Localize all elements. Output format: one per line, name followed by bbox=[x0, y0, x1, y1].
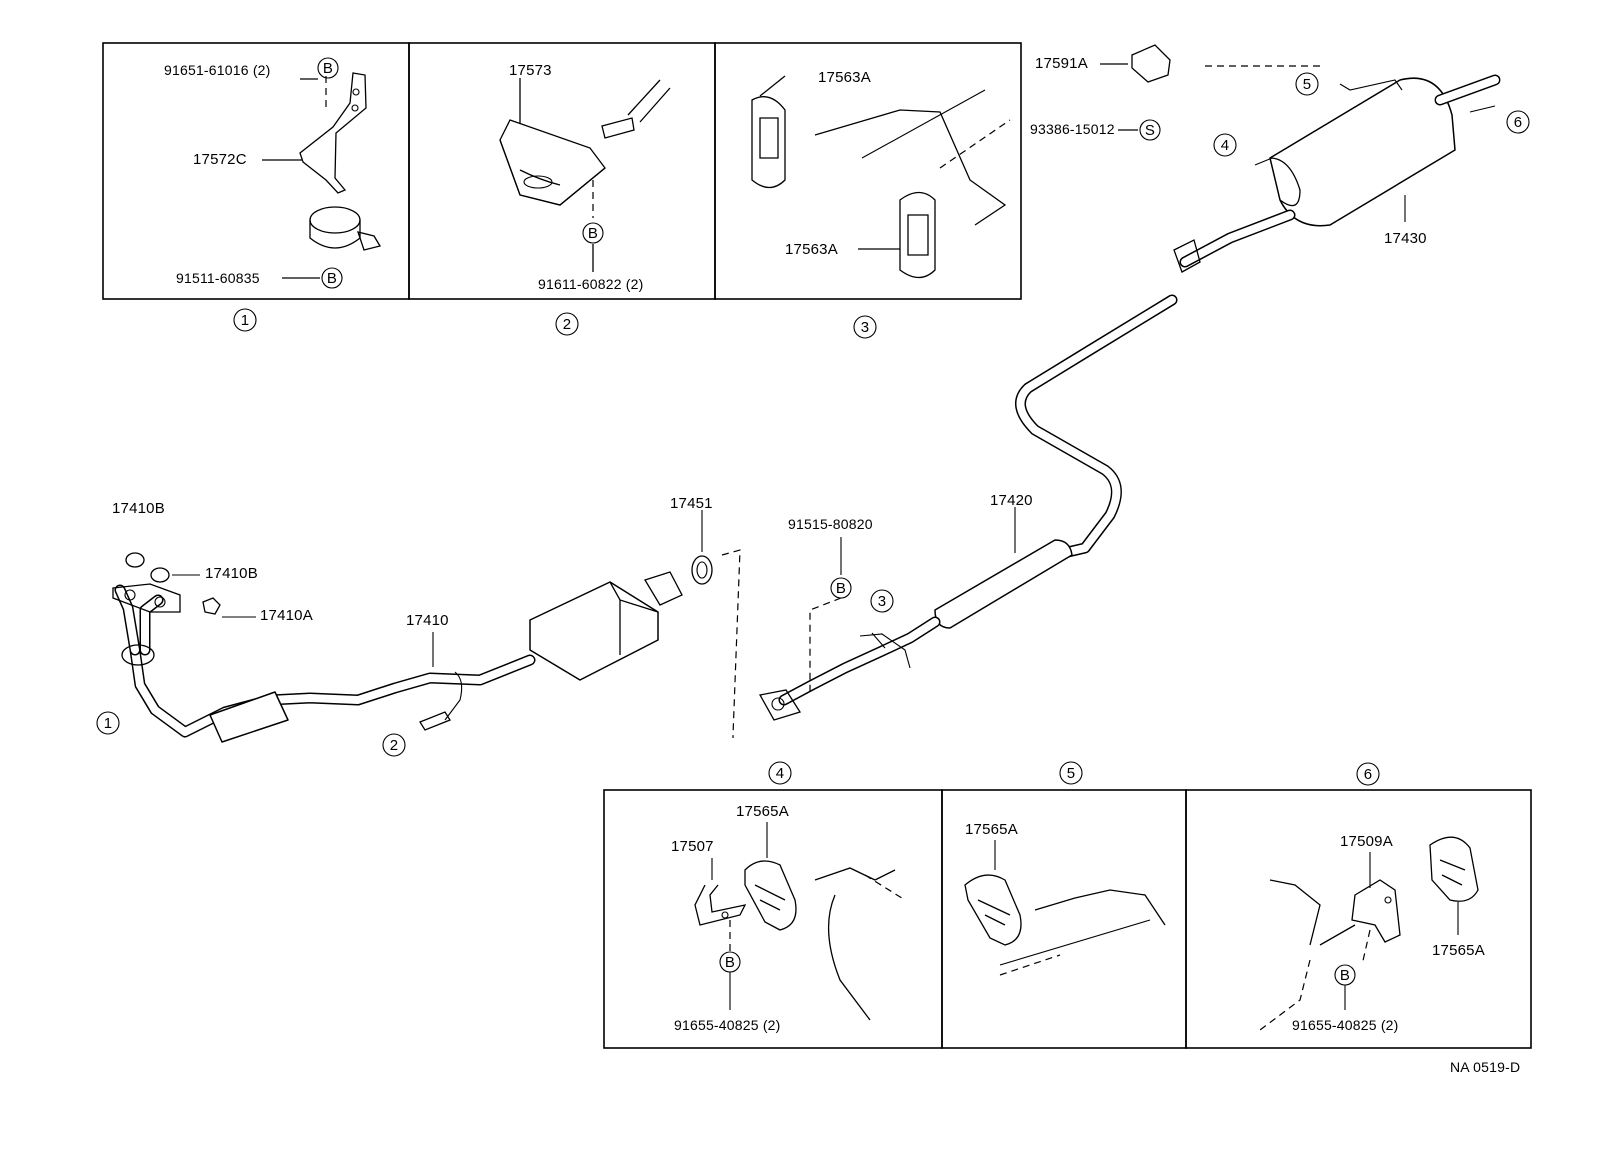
callout-5-bottom: 5 bbox=[1059, 761, 1083, 785]
label-17410b-top: 17410B bbox=[112, 500, 165, 517]
svg-text:4: 4 bbox=[1221, 137, 1230, 154]
svg-text:B: B bbox=[327, 270, 337, 287]
svg-text:5: 5 bbox=[1067, 765, 1076, 782]
bolt-mark-91651: B bbox=[317, 57, 339, 79]
diagram-code: NA 0519-D bbox=[1450, 1059, 1520, 1075]
callout-1-top: 1 bbox=[233, 308, 257, 332]
callout-2-front: 2 bbox=[382, 733, 406, 757]
label-17410: 17410 bbox=[406, 612, 449, 629]
bolt-mark-91611: B bbox=[582, 222, 604, 244]
callout-4-bottom: 4 bbox=[768, 761, 792, 785]
label-17563a-bottom: 17563A bbox=[785, 241, 838, 258]
label-17507: 17507 bbox=[671, 838, 714, 855]
svg-text:6: 6 bbox=[1514, 114, 1523, 131]
svg-text:1: 1 bbox=[104, 715, 113, 732]
callout-5-tail: 5 bbox=[1295, 72, 1319, 96]
detail-box-2: 17573 91611-60822 (2) B bbox=[408, 42, 716, 300]
svg-text:2: 2 bbox=[563, 316, 572, 333]
center-pipe-assembly: 17420 91515-80820 B 3 bbox=[758, 294, 1178, 721]
label-17572c: 17572C bbox=[193, 151, 247, 168]
detail-box-6: 17509A 17565A B 91655-40825 (2) bbox=[1185, 789, 1532, 1049]
label-17451: 17451 bbox=[670, 495, 713, 512]
svg-text:B: B bbox=[588, 225, 598, 242]
detail-box-4: 17565A 17507 B 91655-40825 (2) bbox=[603, 789, 943, 1049]
tail-pipe-assembly: 17591A 93386-15012 S 17430 5 6 bbox=[1030, 44, 1530, 273]
label-17563a-top: 17563A bbox=[818, 69, 871, 86]
callout-2-top: 2 bbox=[555, 312, 579, 336]
svg-text:B: B bbox=[323, 60, 333, 77]
svg-text:3: 3 bbox=[861, 319, 870, 336]
detail-box-1: 91651-61016 (2) 17572C 91511-60835 B B bbox=[102, 42, 410, 300]
bolt-mark-91515: B bbox=[830, 577, 852, 599]
svg-text:B: B bbox=[725, 954, 735, 971]
callout-4-tail: 4 bbox=[1213, 133, 1237, 157]
label-17573: 17573 bbox=[509, 62, 552, 79]
label-91655-40825-box4: 91655-40825 (2) bbox=[674, 1017, 781, 1033]
callout-6-bottom: 6 bbox=[1356, 762, 1380, 786]
label-17410b-right: 17410B bbox=[205, 565, 258, 582]
callout-6-tail: 6 bbox=[1506, 110, 1530, 134]
svg-text:2: 2 bbox=[390, 737, 399, 754]
label-91515-80820: 91515-80820 bbox=[788, 516, 873, 532]
svg-text:4: 4 bbox=[776, 765, 785, 782]
label-91611-60822: 91611-60822 (2) bbox=[538, 276, 643, 292]
svg-text:1: 1 bbox=[241, 312, 250, 329]
svg-text:B: B bbox=[836, 580, 846, 597]
bolt-mark-91511: B bbox=[321, 267, 343, 289]
detail-box-5: 17565A bbox=[941, 789, 1187, 1049]
label-17509a: 17509A bbox=[1340, 833, 1393, 850]
label-91511-60835: 91511-60835 bbox=[176, 270, 260, 286]
label-17565a-box6: 17565A bbox=[1432, 942, 1485, 959]
label-17591a: 17591A bbox=[1035, 55, 1088, 72]
svg-text:5: 5 bbox=[1303, 76, 1312, 93]
stud-mark-93386: S bbox=[1139, 119, 1161, 141]
label-91651-61016: 91651-61016 (2) bbox=[164, 62, 271, 78]
callout-1-front: 1 bbox=[96, 711, 120, 735]
detail-box-3: 17563A 17563A bbox=[714, 42, 1022, 300]
bolt-mark-box6: B bbox=[1334, 964, 1356, 986]
svg-text:3: 3 bbox=[878, 593, 887, 610]
label-17565a-box5: 17565A bbox=[965, 821, 1018, 838]
label-93386-15012: 93386-15012 bbox=[1030, 121, 1115, 137]
label-17410a: 17410A bbox=[260, 607, 313, 624]
bolt-mark-box4: B bbox=[719, 951, 741, 973]
callout-3-center: 3 bbox=[870, 589, 894, 613]
label-17430: 17430 bbox=[1384, 230, 1427, 247]
front-pipe-assembly: 17451 17410B 17410B 17410A 17410 bbox=[96, 495, 741, 757]
svg-text:B: B bbox=[1340, 967, 1350, 984]
label-17420: 17420 bbox=[990, 492, 1033, 509]
label-17565a-box4: 17565A bbox=[736, 803, 789, 820]
svg-text:6: 6 bbox=[1364, 766, 1373, 783]
svg-text:S: S bbox=[1145, 122, 1155, 139]
callout-3-top: 3 bbox=[853, 315, 877, 339]
label-91655-40825-box6: 91655-40825 (2) bbox=[1292, 1017, 1399, 1033]
